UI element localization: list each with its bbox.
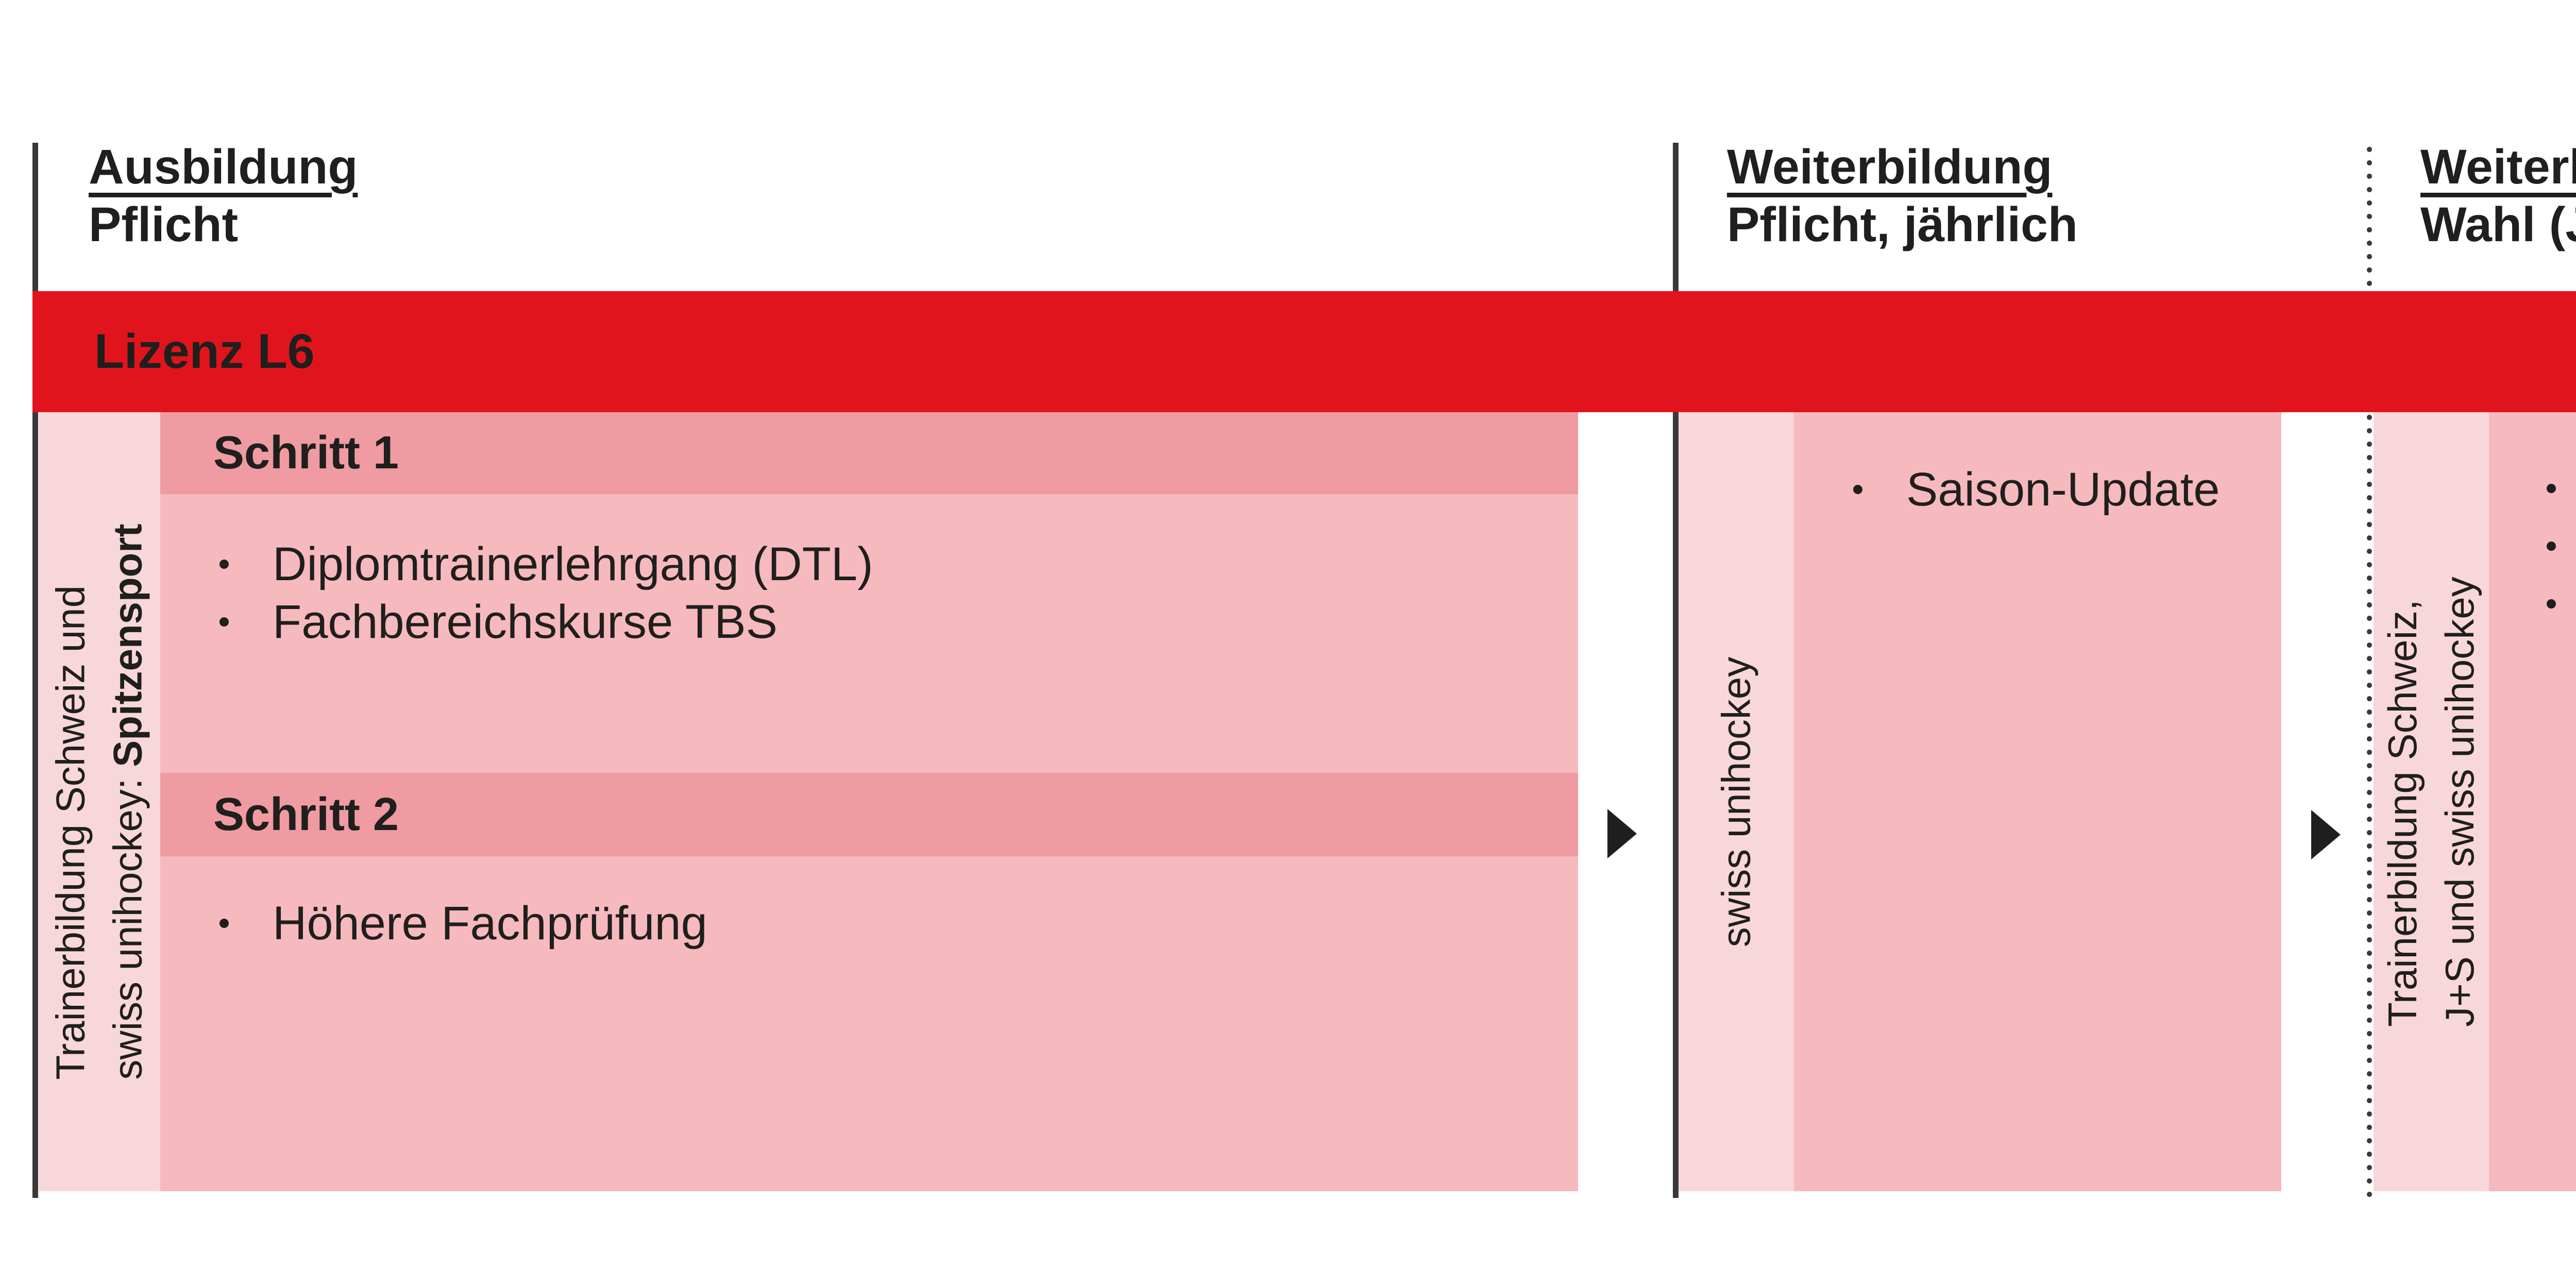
strip-label-col1: Trainerbildung Schweiz und swiss unihock… (39, 412, 160, 1191)
header-line2: Wahl (J+S: mind. alle 2 Jahre) (2420, 197, 2576, 252)
strip-label-col1-text: Trainerbildung Schweiz und swiss unihock… (42, 523, 157, 1079)
list-item: Seminare / MTT (2547, 517, 2576, 575)
bullet-text: Fachbereichskurse TBS (273, 596, 778, 648)
separator-line-col2 (1673, 143, 1679, 1198)
strip-col1-line2-bold: Spitzensport (105, 523, 150, 767)
bullet-text: Diplomtrainerlehrgang (DTL) (273, 538, 873, 590)
list-item: Fachbereichskurse TBS (2547, 460, 2576, 517)
lizenz-banner: Lizenz L6 (32, 291, 2576, 412)
bullet-icon (1853, 485, 1862, 494)
header-weiterbildung2-title: Weiterbildung (2420, 140, 2576, 194)
box-weiterbildung-pflicht: Saison-Update (1794, 412, 2281, 1191)
separator-dotted-line-col3 (2367, 143, 2372, 1198)
column-header-weiterbildung-wahl: Weiterbildung Wahl (J+S: mind. alle 2 Ja… (2420, 138, 2576, 254)
arrow-right-icon (1607, 809, 1637, 858)
header-line1: Ausbildung (89, 138, 358, 196)
schritt-2-bullet-list: Höhere Fachprüfung (219, 894, 707, 952)
list-item: Module J+S-Weiterbildung (2547, 575, 2576, 633)
list-item: Höhere Fachprüfung (219, 894, 707, 952)
column-header-ausbildung: Ausbildung Pflicht (89, 138, 358, 254)
strip-label-col3: Trainerbildung Schweiz, J+S und swiss un… (2374, 412, 2489, 1191)
strip-label-col2-text: swiss unihockey (1708, 656, 1765, 947)
schritt-2-band: Schritt 2 (160, 773, 1578, 856)
strip-col1-line2: swiss unihockey: Spitzensport (99, 523, 157, 1079)
arrow-right-icon (2311, 810, 2341, 859)
box-ausbildung: Schritt 1 Diplomtrainerlehrgang (DTL) Fa… (160, 412, 1578, 1191)
strip-col1-line2-prefix: swiss unihockey: (105, 767, 150, 1080)
bullet-icon (219, 617, 229, 627)
bullet-text: Höhere Fachprüfung (273, 897, 707, 950)
list-item: Saison-Update (1853, 461, 2220, 518)
schritt-1-band: Schritt 1 (160, 412, 1578, 494)
strip-label-col3-text: Trainerbildung Schweiz, J+S und swiss un… (2374, 577, 2488, 1027)
weiterbildung-wahl-bullet-list: Fachbereichskurse TBS Seminare / MTT Mod… (2547, 460, 2576, 633)
strip-col1-line1: Trainerbildung Schweiz und (48, 585, 93, 1080)
schritt-1-bullet-list: Diplomtrainerlehrgang (DTL) Fachbereichs… (219, 535, 873, 651)
header-line2: Pflicht, jährlich (1727, 197, 2078, 252)
bullet-icon (2547, 542, 2556, 551)
strip-label-col2: swiss unihockey (1679, 412, 1794, 1191)
separator-line-col1 (32, 143, 38, 1198)
header-ausbildung-title: Ausbildung (89, 140, 358, 194)
bullet-icon (219, 919, 229, 928)
bullet-icon (2547, 599, 2556, 609)
header-weiterbildung1-title: Weiterbildung (1727, 140, 2053, 194)
strip-col3-line1: Trainerbildung Schweiz, (2380, 599, 2425, 1027)
box-weiterbildung-wahl: Fachbereichskurse TBS Seminare / MTT Mod… (2489, 412, 2576, 1191)
schritt-1-label: Schritt 1 (213, 427, 399, 479)
header-line1: Weiterbildung (2420, 138, 2576, 196)
lizenz-banner-label: Lizenz L6 (94, 324, 315, 379)
header-line1: Weiterbildung (1727, 138, 2078, 196)
list-item: Fachbereichskurse TBS (219, 593, 873, 651)
header-line2: Pflicht (89, 197, 239, 252)
bullet-text: Saison-Update (1906, 463, 2220, 516)
strip-col3-line2: J+S und swiss unihockey (2437, 577, 2482, 1027)
weiterbildung-pflicht-bullet-list: Saison-Update (1853, 461, 2220, 518)
list-item: Diplomtrainerlehrgang (DTL) (219, 535, 873, 593)
schritt-2-label: Schritt 2 (213, 788, 399, 840)
bullet-icon (2547, 484, 2556, 493)
strip-col2-line1: swiss unihockey (1713, 656, 1759, 947)
column-header-weiterbildung-pflicht: Weiterbildung Pflicht, jährlich (1727, 138, 2078, 254)
bullet-icon (219, 560, 229, 569)
